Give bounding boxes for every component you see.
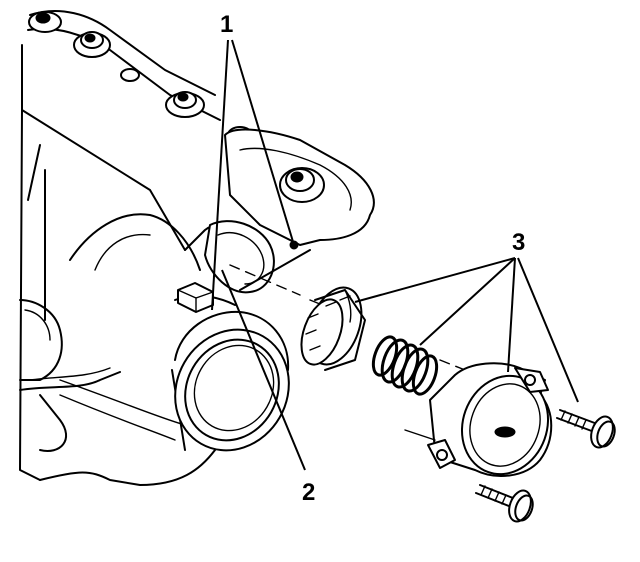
- callout-3-leader-sensor: [507, 257, 516, 373]
- callout-3-leader-spring: [419, 257, 516, 346]
- return-spring: [371, 335, 439, 396]
- drive-coupler: [300, 286, 366, 371]
- mounting-screw-upper: [556, 409, 616, 449]
- throttle-bore: [171, 310, 290, 452]
- callout-1-label: 1: [220, 11, 233, 38]
- engine-manifold: [19, 9, 375, 486]
- throttle-position-sensor: [404, 362, 553, 477]
- callout-2: 2: [221, 269, 315, 506]
- callout-1: 1: [211, 11, 295, 311]
- callout-2-label: 2: [302, 479, 315, 506]
- callout-1-leader-b: [231, 39, 295, 246]
- mounting-screw-lower: [475, 484, 534, 523]
- callout-3-leader-coupler: [354, 257, 516, 303]
- callout-3-label: 3: [512, 229, 525, 256]
- callout-1-leader-a: [211, 39, 229, 311]
- callout-3: 3: [354, 229, 579, 403]
- mounting-flange: [224, 128, 375, 250]
- callout-3-leader-screw: [517, 257, 579, 403]
- callout-2-leader: [221, 269, 306, 471]
- locator-tab: [177, 282, 214, 313]
